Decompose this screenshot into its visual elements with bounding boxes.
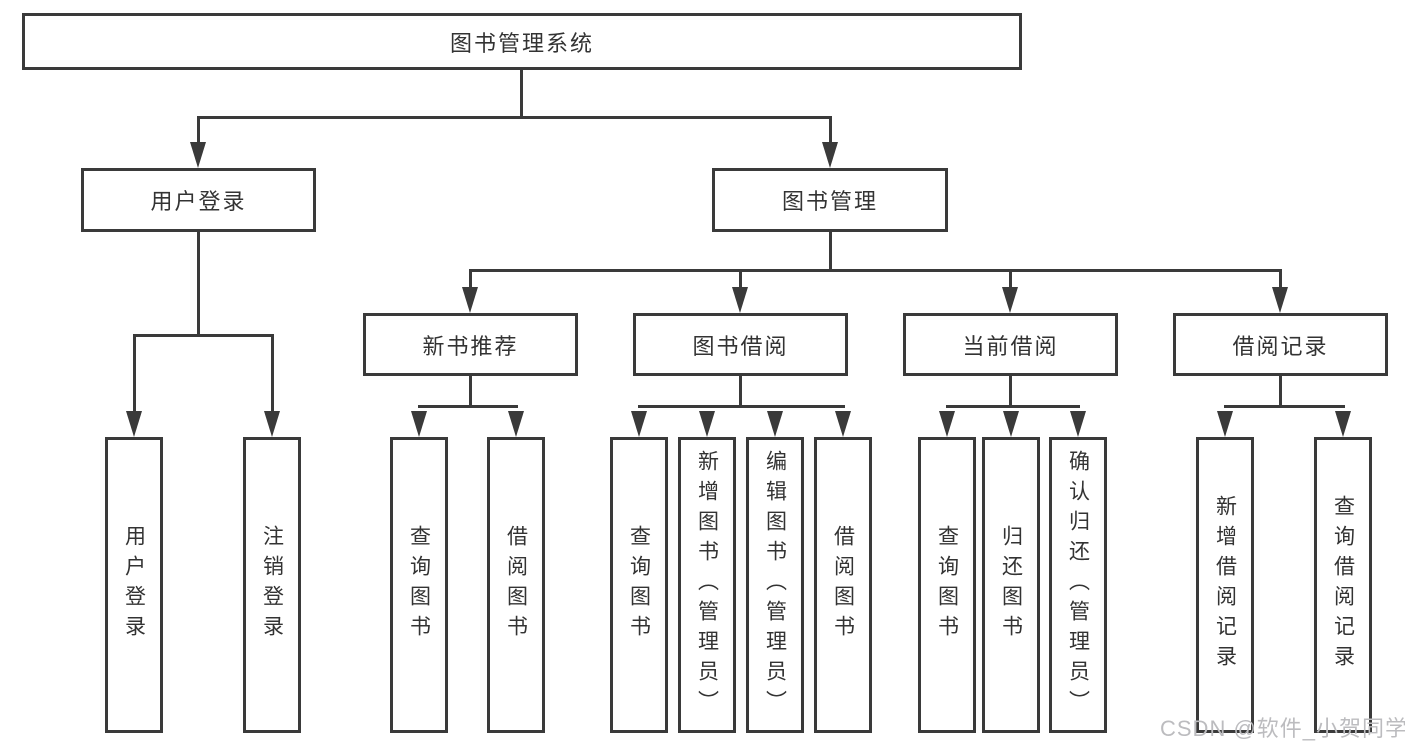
arrow-down-icon bbox=[1002, 287, 1018, 313]
node-borrow-records-label: 借阅记录 bbox=[1232, 333, 1329, 359]
leaf-logout-label: 注销登录 bbox=[260, 525, 284, 645]
leaf-confirm-return-admin-label: 确认归还（管理员） bbox=[1066, 450, 1090, 720]
node-user-login: 用户登录 bbox=[81, 168, 316, 232]
node-current-borrow-label: 当前借阅 bbox=[962, 333, 1059, 359]
node-new-book-recommend-label: 新书推荐 bbox=[422, 333, 519, 359]
node-book-borrow: 图书借阅 bbox=[633, 313, 848, 376]
leaf-borrow-books: 借阅图书 bbox=[814, 437, 872, 733]
arrow-down-icon bbox=[1217, 411, 1233, 437]
connector-level3-drop-2 bbox=[739, 269, 742, 290]
connector-level2-drop-left bbox=[197, 116, 200, 144]
leaf-borrow-query-books-label: 查询图书 bbox=[627, 525, 651, 645]
node-current-borrow: 当前借阅 bbox=[903, 313, 1118, 376]
arrow-down-icon bbox=[1335, 411, 1351, 437]
arrow-down-icon bbox=[1003, 411, 1019, 437]
arrow-down-icon bbox=[767, 411, 783, 437]
arrow-down-icon bbox=[508, 411, 524, 437]
connector-user-login-drop-1 bbox=[133, 334, 136, 413]
connector-current-borrow-stem bbox=[1009, 376, 1012, 407]
connector-records-stem bbox=[1279, 376, 1282, 407]
leaf-current-query-books-label: 查询图书 bbox=[935, 525, 959, 645]
node-book-management: 图书管理 bbox=[712, 168, 948, 232]
node-root: 图书管理系统 bbox=[22, 13, 1022, 70]
arrow-down-icon bbox=[264, 411, 280, 437]
arrow-down-icon bbox=[631, 411, 647, 437]
leaf-add-borrow-record: 新增借阅记录 bbox=[1196, 437, 1254, 733]
leaf-query-borrow-record: 查询借阅记录 bbox=[1314, 437, 1372, 733]
leaf-edit-books-admin-label: 编辑图书（管理员） bbox=[763, 450, 787, 720]
leaf-borrow-query-books: 查询图书 bbox=[610, 437, 668, 733]
connector-book-borrow-bar bbox=[638, 405, 845, 408]
connector-level2-bar bbox=[197, 116, 832, 119]
leaf-add-books-admin-label: 新增图书（管理员） bbox=[695, 450, 719, 720]
node-user-login-label: 用户登录 bbox=[150, 189, 247, 214]
node-book-management-label: 图书管理 bbox=[781, 189, 878, 214]
leaf-edit-books-admin: 编辑图书（管理员） bbox=[746, 437, 804, 733]
connector-records-bar bbox=[1224, 405, 1345, 408]
connector-level2-drop-right bbox=[829, 116, 832, 144]
connector-recommend-stem bbox=[469, 376, 472, 407]
node-new-book-recommend: 新书推荐 bbox=[363, 313, 578, 376]
connector-current-borrow-bar bbox=[946, 405, 1080, 408]
leaf-recommend-query-books-label: 查询图书 bbox=[407, 525, 431, 645]
connector-user-login-stem bbox=[197, 232, 200, 336]
leaf-add-borrow-record-label: 新增借阅记录 bbox=[1213, 495, 1237, 675]
connector-level3-drop-3 bbox=[1009, 269, 1012, 290]
leaf-logout: 注销登录 bbox=[243, 437, 301, 733]
connector-book-mgmt-stem bbox=[829, 232, 832, 272]
leaf-query-borrow-record-label: 查询借阅记录 bbox=[1331, 495, 1355, 675]
arrow-down-icon bbox=[1070, 411, 1086, 437]
arrow-down-icon bbox=[699, 411, 715, 437]
node-root-label: 图书管理系统 bbox=[449, 30, 594, 56]
arrow-down-icon bbox=[835, 411, 851, 437]
leaf-confirm-return-admin: 确认归还（管理员） bbox=[1049, 437, 1107, 733]
connector-user-login-drop-2 bbox=[271, 334, 274, 413]
arrow-down-icon bbox=[1272, 287, 1288, 313]
connector-level3-drop-1 bbox=[469, 269, 472, 290]
connector-level3-drop-4 bbox=[1279, 269, 1282, 290]
leaf-add-books-admin: 新增图书（管理员） bbox=[678, 437, 736, 733]
arrow-down-icon bbox=[462, 287, 478, 313]
leaf-recommend-borrow-books-label: 借阅图书 bbox=[504, 525, 528, 645]
arrow-down-icon bbox=[822, 142, 838, 168]
connector-level3-bar bbox=[469, 269, 1282, 272]
arrow-down-icon bbox=[411, 411, 427, 437]
leaf-recommend-borrow-books: 借阅图书 bbox=[487, 437, 545, 733]
connector-book-borrow-stem bbox=[739, 376, 742, 407]
leaf-borrow-books-label: 借阅图书 bbox=[831, 525, 855, 645]
connector-root-stem bbox=[520, 69, 523, 119]
leaf-user-login: 用户登录 bbox=[105, 437, 163, 733]
node-borrow-records: 借阅记录 bbox=[1173, 313, 1388, 376]
arrow-down-icon bbox=[732, 287, 748, 313]
leaf-recommend-query-books: 查询图书 bbox=[390, 437, 448, 733]
connector-recommend-bar bbox=[418, 405, 518, 408]
arrow-down-icon bbox=[126, 411, 142, 437]
arrow-down-icon bbox=[190, 142, 206, 168]
leaf-user-login-label: 用户登录 bbox=[122, 525, 146, 645]
leaf-return-books: 归还图书 bbox=[982, 437, 1040, 733]
connector-user-login-bar bbox=[133, 334, 274, 337]
watermark: CSDN @软件_小贺同学 bbox=[1160, 716, 1405, 741]
node-book-borrow-label: 图书借阅 bbox=[692, 333, 789, 359]
arrow-down-icon bbox=[939, 411, 955, 437]
leaf-return-books-label: 归还图书 bbox=[999, 525, 1023, 645]
leaf-current-query-books: 查询图书 bbox=[918, 437, 976, 733]
